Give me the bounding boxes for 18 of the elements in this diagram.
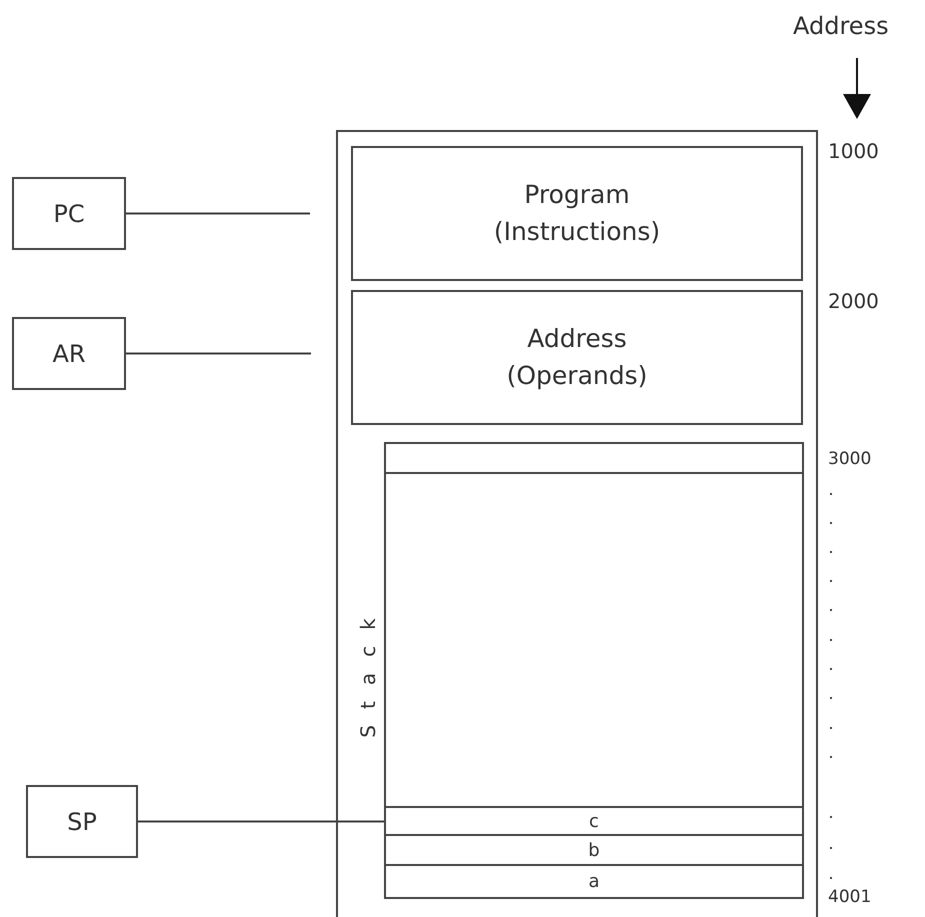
- address-value: 2000: [828, 289, 879, 313]
- register-box: AR: [12, 317, 126, 390]
- address-value: 4001: [828, 887, 872, 907]
- memory-segment: Program (Instructions): [351, 146, 803, 281]
- memory-box: [336, 130, 818, 917]
- connector-line: [138, 820, 384, 822]
- address-value: 3000: [828, 449, 872, 469]
- stack-slot: c: [384, 806, 804, 835]
- axis-label: Address: [793, 12, 889, 40]
- connector-line: [126, 212, 310, 214]
- register-box: SP: [26, 785, 138, 858]
- stack-label: Stack: [356, 602, 380, 738]
- memory-segment: Address (Operands): [351, 290, 803, 425]
- stack-slot: a: [384, 864, 804, 897]
- register-box: PC: [12, 177, 126, 250]
- address-value: 1000: [828, 139, 879, 163]
- stack-slot: b: [384, 834, 804, 865]
- connector-line: [126, 352, 311, 354]
